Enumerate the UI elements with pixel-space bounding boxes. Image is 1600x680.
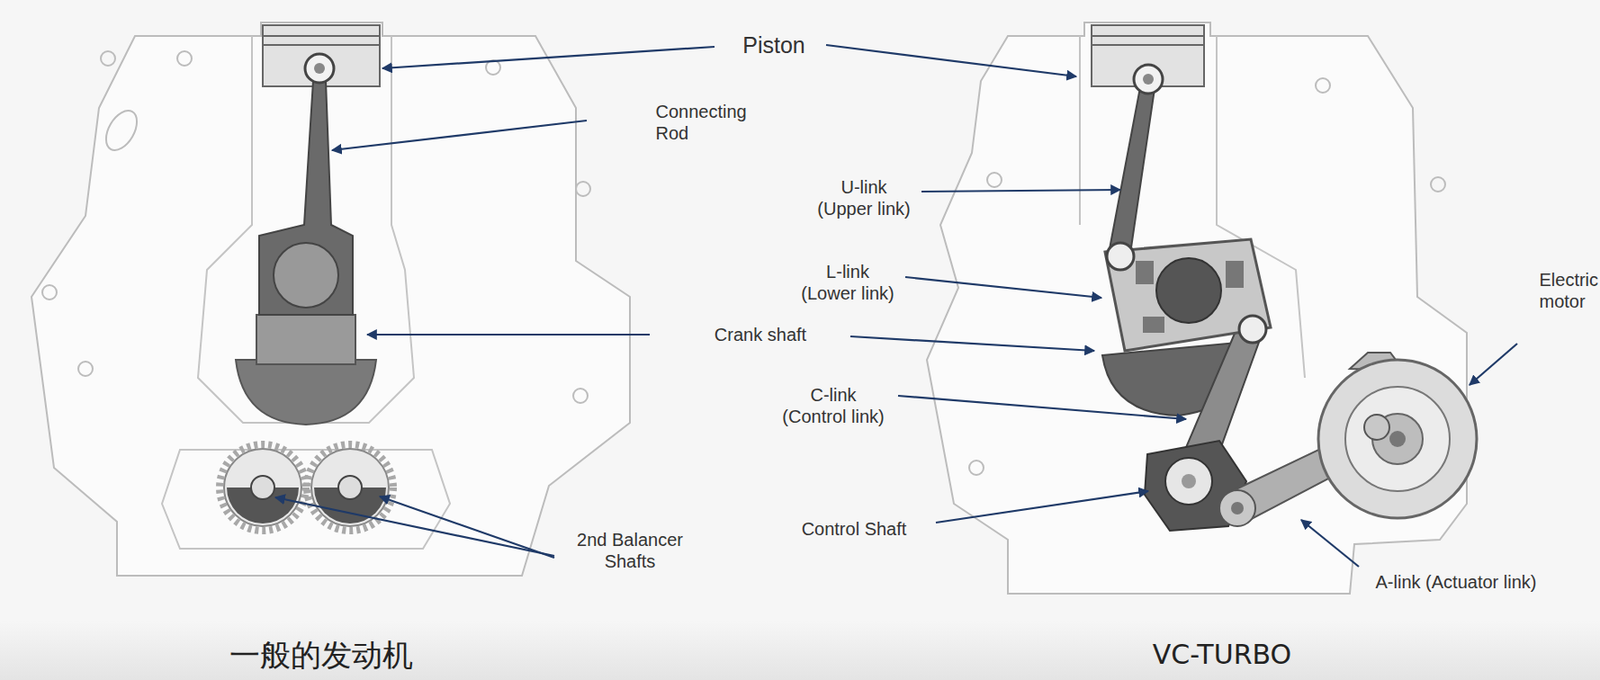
part-label: C-link (Control link) [781, 384, 886, 428]
shaft-hub [251, 476, 275, 500]
gear-teeth [306, 444, 394, 531]
leader-line [935, 491, 1149, 523]
link-pivot [1219, 490, 1256, 527]
piston-pin-core [314, 62, 325, 74]
part-label: Control Shaft [800, 518, 908, 540]
leader-line [367, 333, 650, 336]
leader-line [1469, 343, 1518, 386]
connecting-rod [259, 80, 353, 315]
leader-line [850, 336, 1095, 351]
leader-line [921, 189, 1121, 192]
piston-pin [1133, 64, 1163, 94]
part-label: L-link (Lower link) [800, 260, 896, 305]
leader-line [905, 277, 1102, 298]
crank-web [256, 314, 356, 365]
crank-counterweight [235, 359, 377, 425]
caption: VC-TURBO [1151, 638, 1294, 672]
part-label: Electric motor [1539, 269, 1561, 313]
bolt-hole [1430, 177, 1446, 192]
link-pin [1106, 242, 1134, 270]
leader-lines [275, 44, 1518, 567]
link-pivot-core [1231, 502, 1244, 515]
electric-motor [1318, 359, 1477, 519]
part-label: A-link (Actuator link) [1375, 571, 1538, 594]
leader-line [275, 497, 555, 557]
gear-teeth [219, 444, 306, 531]
bolt-hole [575, 181, 591, 197]
leader-line [379, 496, 555, 558]
piston-ring [262, 44, 380, 46]
caption: 一般的发动机 [228, 637, 414, 675]
bolt-hole [987, 172, 1002, 188]
oil-hole [99, 105, 144, 156]
lower-link [1105, 239, 1271, 351]
piston-ring [1091, 44, 1205, 46]
piston [262, 25, 380, 87]
link-window [1135, 260, 1154, 285]
part-label: 2nd Balancer Shafts [575, 529, 684, 573]
crank-pin [273, 242, 339, 308]
leader-line [382, 46, 715, 69]
bolt-hole [177, 51, 192, 66]
control-shaft-core [1181, 474, 1196, 489]
leader-line [826, 44, 1077, 77]
piston-pin [305, 53, 334, 83]
piston [1091, 25, 1205, 87]
bolt-hole [42, 285, 57, 300]
bolt-holes [42, 51, 591, 404]
part-label: Crank shaft [713, 323, 809, 346]
control-shaft [1165, 458, 1213, 505]
vc-turbo-engine [926, 22, 1477, 594]
bolt-hole [1315, 78, 1331, 93]
gear [224, 449, 302, 527]
part-label: U-link (Upper link) [816, 176, 912, 220]
gear [311, 449, 389, 527]
upper-link [1108, 82, 1156, 254]
link-window [1225, 260, 1244, 288]
piston-pin-core [1142, 73, 1154, 85]
motor-shaft [1389, 431, 1406, 448]
leader-line [1301, 520, 1359, 567]
link-pivot [1364, 414, 1390, 441]
balancer-shaft [219, 444, 306, 531]
bolt-hole [100, 51, 116, 66]
leader-line [332, 120, 587, 151]
part-label: Piston [741, 31, 807, 59]
piston-ring [1091, 35, 1205, 37]
part-label: Connecting Rod [656, 100, 677, 144]
balancer-shaft [306, 444, 394, 531]
conventional-engine [31, 22, 630, 576]
crankcase-outline [197, 35, 414, 423]
piston-ring [262, 35, 380, 37]
leader-line [898, 395, 1187, 420]
bolt-hole [969, 460, 984, 476]
engine-block-outline [31, 22, 630, 576]
bolt-hole [573, 388, 588, 404]
motor-housing [1345, 386, 1450, 492]
bolt-hole [78, 361, 93, 377]
link-window [1142, 316, 1165, 333]
shaft-hub [338, 476, 362, 500]
link-pin [1239, 315, 1267, 343]
bottom-band [0, 620, 1600, 680]
crank-pin [1156, 258, 1222, 324]
